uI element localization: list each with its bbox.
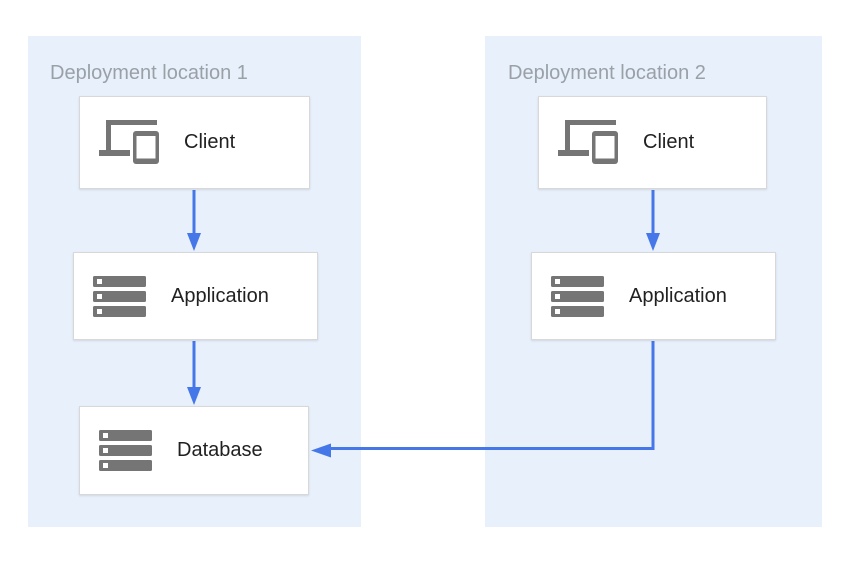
node-application-location2: Application [531,252,776,340]
node-database-location1: Database [79,406,309,495]
node-label: Database [177,439,263,461]
node-client-location2: Client [538,96,767,189]
node-label: Application [171,284,269,307]
devices-icon [558,120,618,165]
servers-icon [551,275,604,317]
devices-icon [99,120,159,165]
servers-icon [99,430,152,471]
zone-1-title: Deployment location 1 [50,62,248,84]
node-label: Application [629,284,727,307]
node-application-location1: Application [73,252,318,340]
servers-icon [93,275,146,317]
node-client-location1: Client [79,96,310,189]
zone-2-title: Deployment location 2 [508,62,706,84]
node-label: Client [643,131,695,153]
node-label: Client [184,131,236,153]
